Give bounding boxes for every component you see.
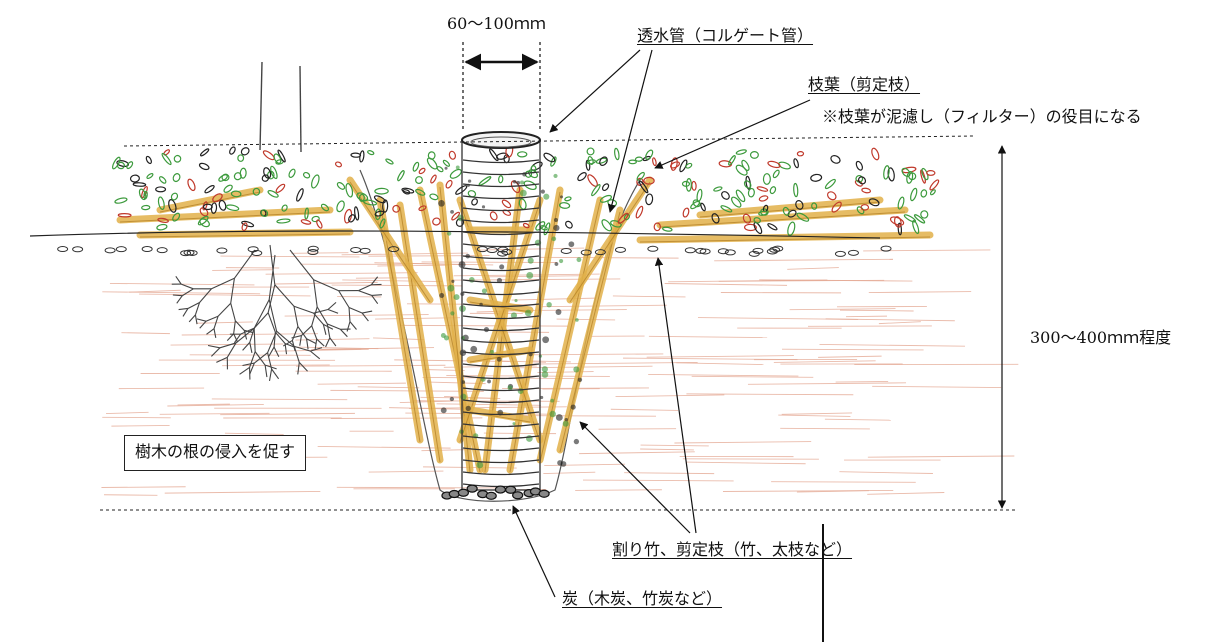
depth-label: 300～400ｍｍ程度 [1030, 328, 1171, 348]
leaves-label: 枝葉（剪定枝） [808, 75, 920, 95]
bamboo-label: 割り竹、剪定枝（竹、太枝など） [612, 540, 852, 560]
leader-arrows [513, 50, 810, 597]
leaves-filter-note: ※枝葉が泥濾し（フィルター）の役目になる [822, 107, 1142, 127]
tree-trunk [260, 62, 301, 152]
charcoal-label: 炭（木炭、竹炭など） [562, 589, 722, 609]
top-width-dimension [463, 42, 540, 132]
pipe-label: 透水管（コルゲート管） [637, 26, 813, 46]
top-width-label: 60～100ｍｍ [447, 14, 546, 34]
root-invasion-note: 樹木の根の侵入を促す [124, 435, 306, 471]
ground-surface-line [124, 136, 975, 146]
